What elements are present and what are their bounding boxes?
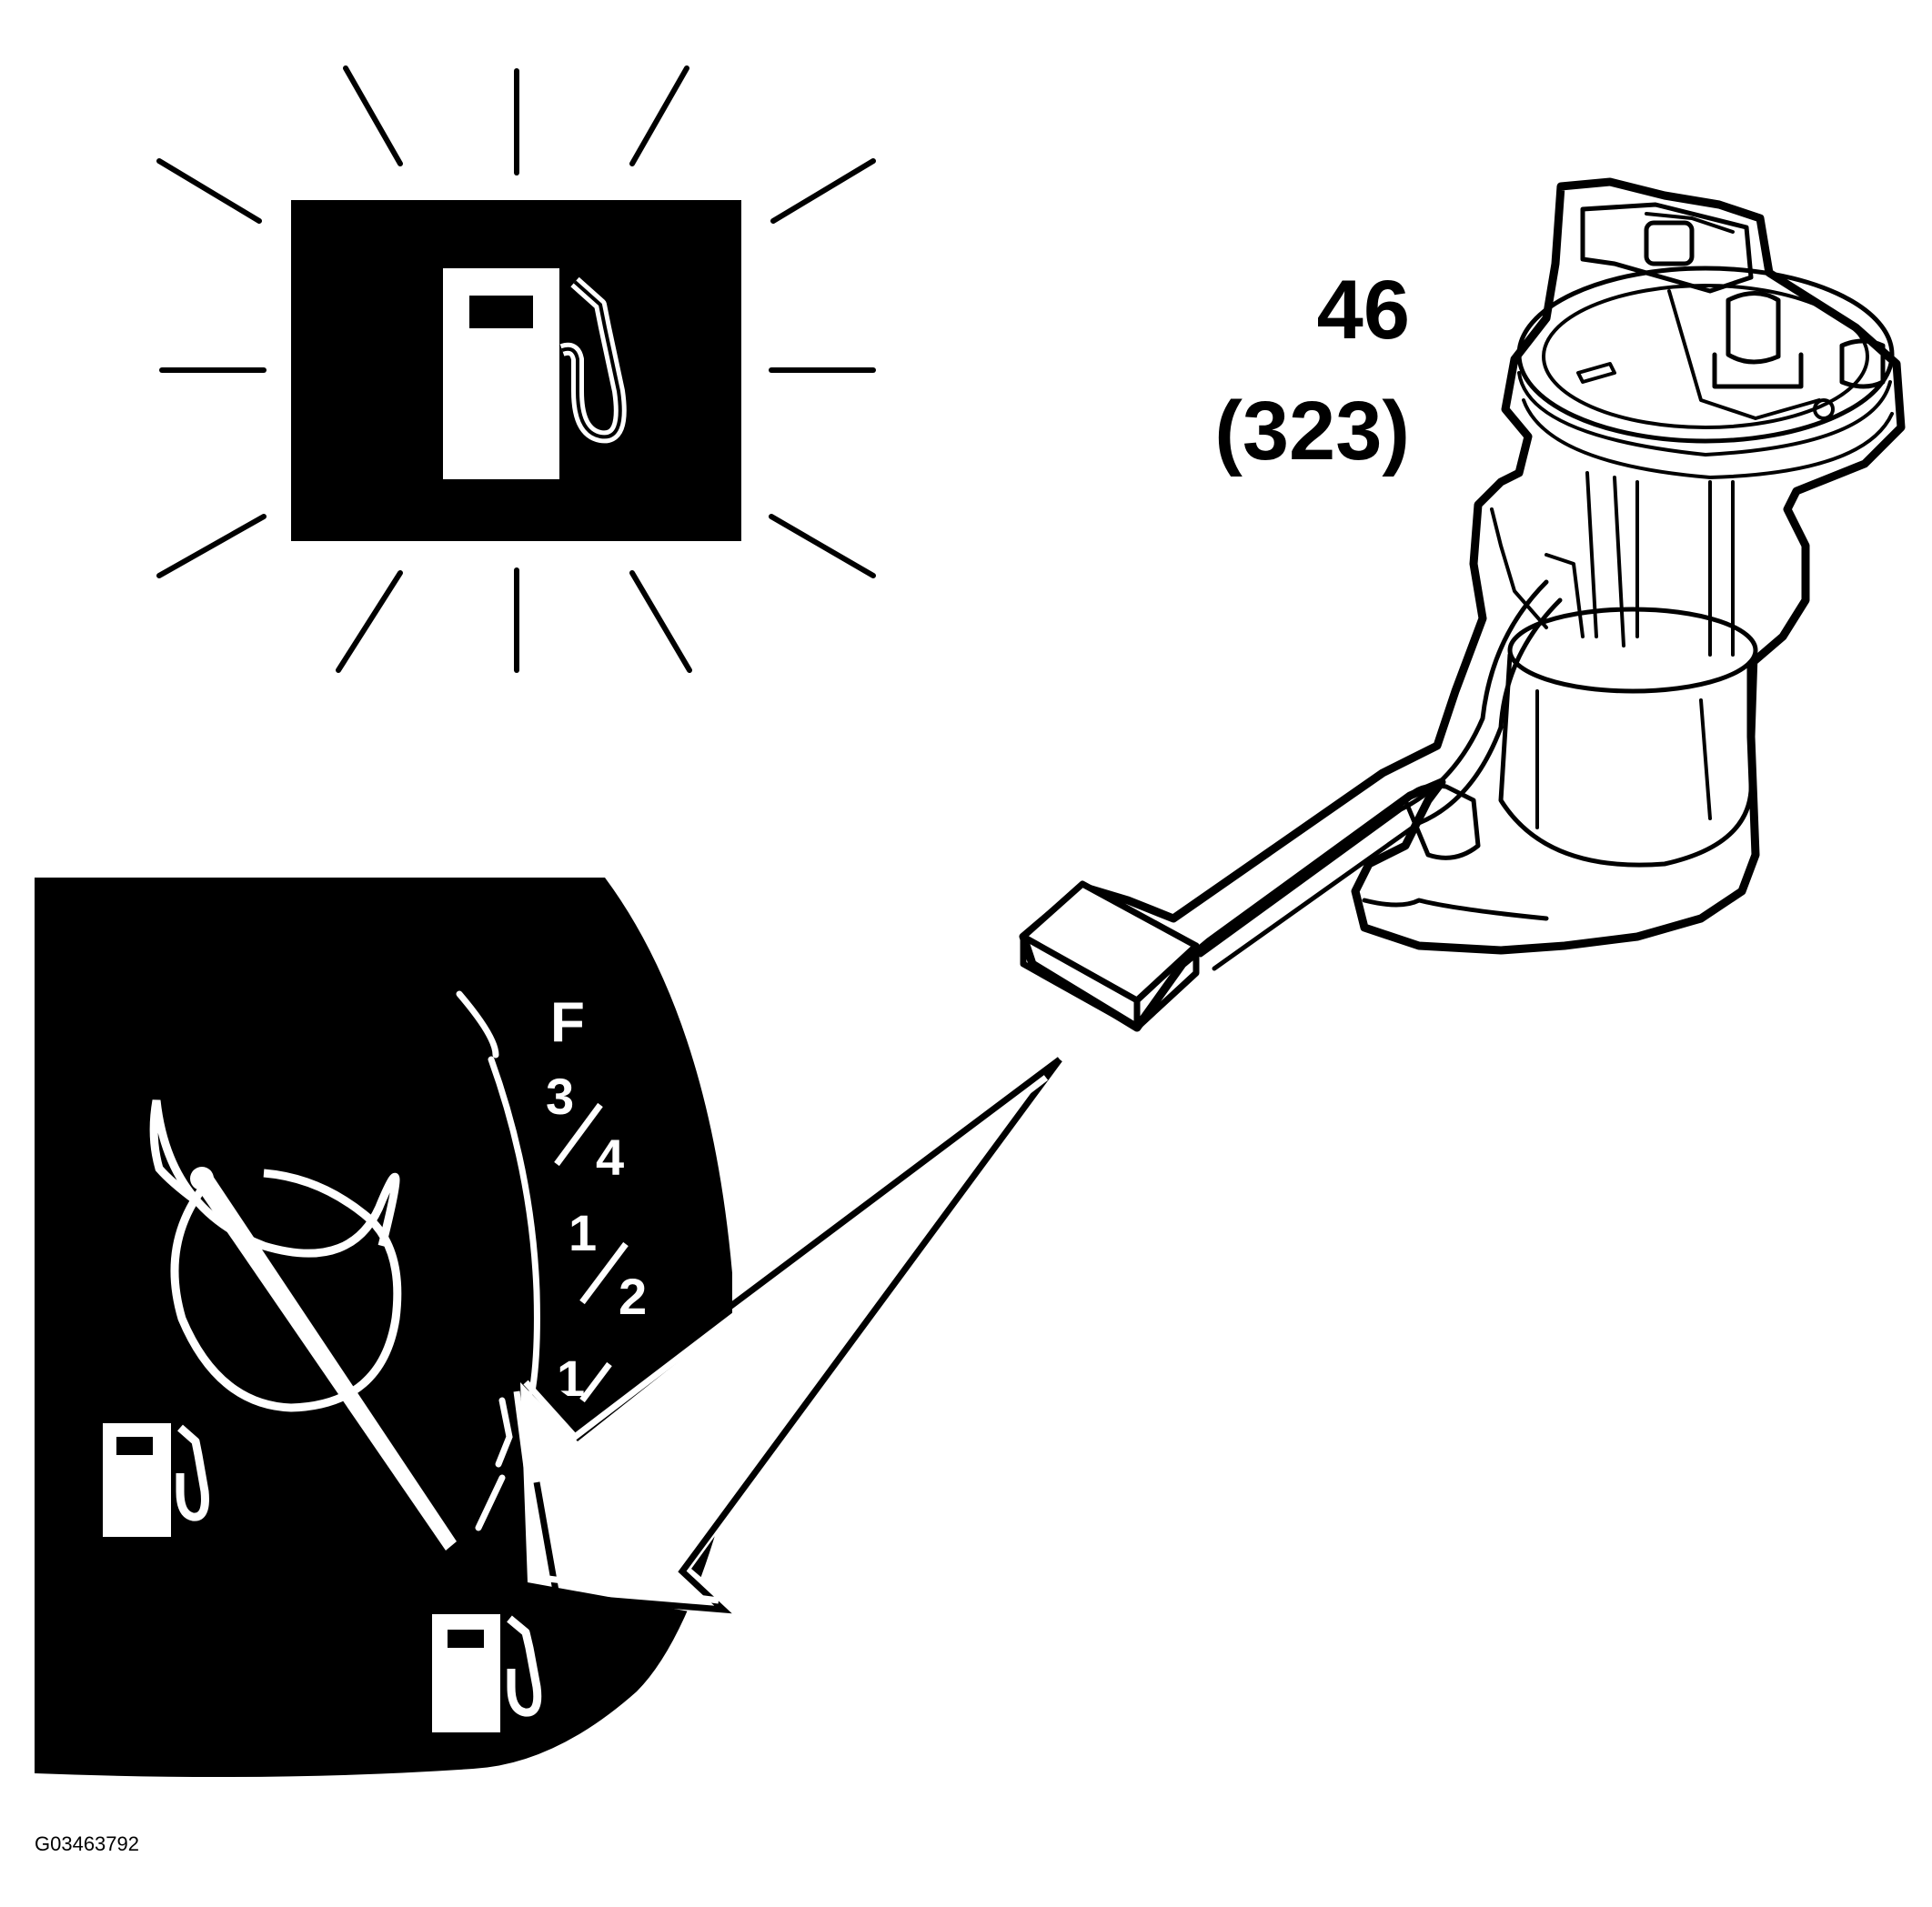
fuel-pump-icon <box>103 1423 209 1537</box>
svg-text:2: 2 <box>619 1268 647 1325</box>
gauge-needle <box>193 1173 457 1551</box>
callout-label: 46 (323) <box>1214 264 1410 477</box>
gauge-label-half: 1 2 <box>569 1204 647 1325</box>
callout-pointer <box>513 1057 1062 1623</box>
svg-text:1: 1 <box>569 1204 597 1261</box>
warning-lamp <box>156 65 876 673</box>
gauge-label-full: F <box>550 991 585 1054</box>
fuel-pump-icon-empty <box>432 1614 542 1732</box>
image-code: G03463792 <box>35 1832 139 1855</box>
fuel-pump-icon <box>443 268 627 479</box>
svg-text:4: 4 <box>596 1129 624 1186</box>
callout-sub: (323) <box>1214 385 1410 477</box>
fuel-gauge: F 3 4 1 2 1 <box>35 878 732 1777</box>
callout-number: 46 <box>1317 264 1410 356</box>
gauge-label-three-quarter: 3 4 <box>546 1068 624 1186</box>
gauge-scale <box>456 990 499 1059</box>
lamp-rays <box>156 65 876 673</box>
gauge-face <box>35 878 732 1777</box>
svg-text:3: 3 <box>546 1068 574 1125</box>
fuel-pump-module-icon <box>1019 177 1906 1032</box>
